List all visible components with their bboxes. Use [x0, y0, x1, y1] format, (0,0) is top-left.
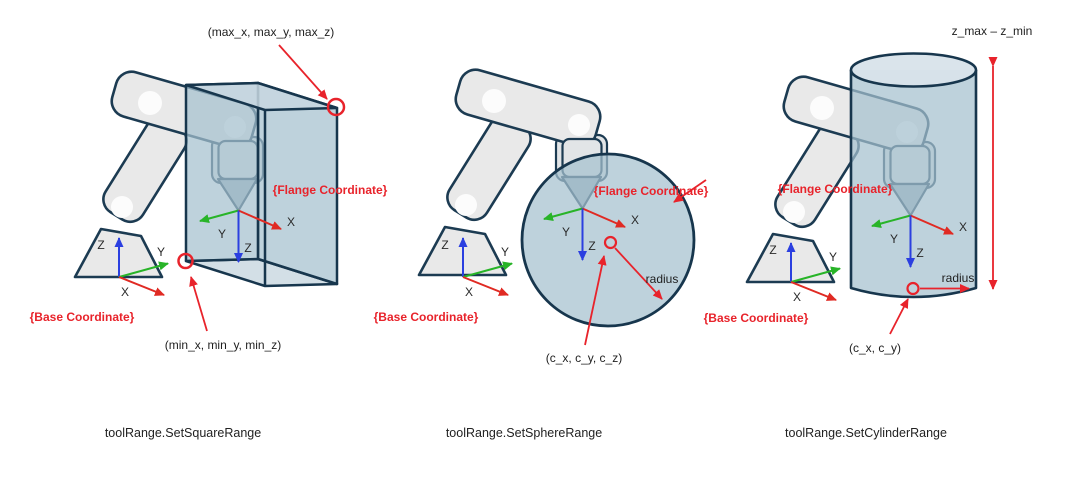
- annotations: (max_x, max_y, max_z) (min_x, min_y, min…: [30, 25, 388, 352]
- base-axis-x-label: X: [793, 290, 801, 304]
- flange-leader-arrow: [673, 179, 707, 203]
- base-axes: Z Y X: [441, 237, 513, 299]
- annotations: radius (c_x, c_y, c_z) {Flange Coordinat…: [374, 179, 709, 365]
- flange-axes: Y X Z: [199, 209, 295, 263]
- center-label: (c_x, c_y): [849, 341, 901, 355]
- min-leader-arrow: [189, 276, 208, 332]
- max-label: (max_x, max_y, max_z): [208, 25, 334, 39]
- sphere-range-circle: [520, 152, 696, 328]
- flange-axis-x-label: X: [631, 213, 639, 227]
- base-axis-y-label: Y: [829, 250, 837, 264]
- base-axis-y-label: Y: [157, 245, 165, 259]
- cylinder-center-marker: [906, 281, 920, 296]
- radius-arrow: [614, 247, 663, 300]
- annotations: z_max – z_min radius (c_x, c_y) {Flange …: [704, 24, 1033, 355]
- flange-axis-z-label: Z: [244, 241, 251, 255]
- panel-sphere-range: Y X Z Z Y X radius (c_x, c_y, c_z) {Flan…: [374, 64, 709, 440]
- base-axes: Z Y X: [769, 242, 841, 304]
- flange-axis-x-label: X: [287, 215, 295, 229]
- panel-caption: toolRange.SetCylinderRange: [785, 426, 947, 440]
- base-axis-x-label: X: [121, 285, 129, 299]
- flange-axes: Y X Z: [543, 207, 639, 261]
- radius-label: radius: [646, 272, 679, 286]
- height-label: z_max – z_min: [952, 24, 1033, 38]
- flange-coordinate-label: {Flange Coordinate}: [778, 182, 893, 196]
- base-axis-z-label: Z: [769, 243, 776, 257]
- flange-coordinate-label: {Flange Coordinate}: [273, 183, 388, 197]
- flange-axis-y-label: Y: [890, 232, 898, 246]
- panel-caption: toolRange.SetSphereRange: [446, 426, 602, 440]
- flange-axis-x-label: X: [959, 220, 967, 234]
- base-axis-z-label: Z: [97, 238, 104, 252]
- cylinder-top-face: [849, 52, 978, 88]
- base-axis-x-label: X: [465, 285, 473, 299]
- base-axis-z-label: Z: [441, 238, 448, 252]
- base-coordinate-label: {Base Coordinate}: [30, 310, 135, 324]
- center-label: (c_x, c_y, c_z): [546, 351, 622, 365]
- radius-label: radius: [942, 271, 975, 285]
- flange-axis-z-label: Z: [588, 239, 595, 253]
- cylinder-range: [849, 52, 978, 299]
- base-axes: Z Y X: [97, 237, 169, 299]
- min-corner-marker: [177, 252, 194, 270]
- min-label: (min_x, min_y, min_z): [165, 338, 281, 352]
- center-leader-arrow: [889, 298, 909, 335]
- center-leader-arrow: [584, 255, 607, 346]
- panel-cylinder-range: Y X Z Z Y X z_max – z_min radius (c_x, c…: [704, 24, 1033, 440]
- base-axis-y-label: Y: [501, 245, 509, 259]
- base-coordinate-label: {Base Coordinate}: [704, 311, 809, 325]
- sphere-center-marker: [603, 235, 618, 250]
- flange-axes: Y X Z: [871, 214, 967, 268]
- flange-axis-y-label: Y: [562, 225, 570, 239]
- flange-axis-y-label: Y: [218, 227, 226, 241]
- flange-axis-z-label: Z: [916, 246, 923, 260]
- max-corner-marker: [326, 97, 346, 117]
- flange-coordinate-label: {Flange Coordinate}: [594, 184, 709, 198]
- panel-caption: toolRange.SetSquareRange: [105, 426, 261, 440]
- base-coordinate-label: {Base Coordinate}: [374, 310, 479, 324]
- panel-square-range: Y X Z Z Y X (max_x, max_y, max_z) (min_x…: [30, 25, 388, 440]
- max-leader-arrow: [278, 44, 328, 100]
